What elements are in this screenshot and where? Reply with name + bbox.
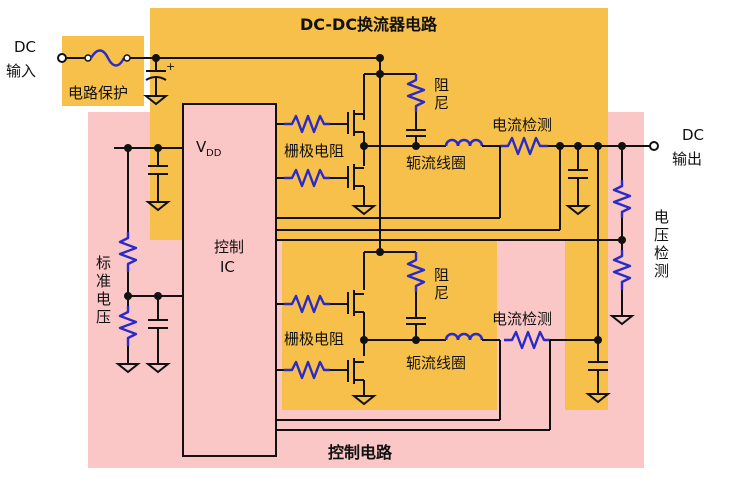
voltage-sense-label-1: 电	[654, 208, 669, 226]
dc-output-terminal	[649, 141, 659, 151]
current-sense-bottom-label: 电流检测	[492, 310, 552, 328]
control-ic-label-2: IC	[220, 258, 235, 276]
ref-voltage-label-3: 电	[96, 290, 111, 308]
input-capacitor: +	[143, 58, 175, 106]
current-sense-resistor-bottom	[504, 330, 550, 350]
output-capacitor-1	[565, 146, 591, 216]
dc-input-label-1: DC	[14, 38, 36, 56]
gate-resistor-upper-1	[284, 114, 330, 134]
reference-capacitor	[145, 296, 171, 374]
choke-top-label: 轭流线圈	[406, 154, 466, 172]
converter-region-lower	[282, 240, 497, 410]
circuit-protection-label: 电路保护	[68, 84, 128, 102]
dc-input-terminal	[57, 53, 67, 63]
output-capacitor-2	[585, 352, 611, 404]
fuse-icon	[89, 49, 126, 67]
dc-input-label-2: 输入	[6, 62, 36, 80]
dc-output-label-1: DC	[682, 126, 704, 144]
svg-text:+: +	[166, 60, 175, 73]
gate-resistor-top-label: 栅极电阻	[284, 142, 344, 160]
ref-voltage-label-4: 压	[96, 308, 111, 326]
control-title: 控制电路	[328, 443, 393, 462]
current-sense-top-label: 电流检测	[492, 116, 552, 134]
snubber-bottom-label-1: 阻	[434, 266, 449, 284]
choke-inductor-bottom	[444, 332, 484, 341]
vdd-subscript: DD	[206, 148, 222, 159]
voltage-sense-label-4: 测	[654, 262, 669, 280]
snubber-top-label-2: 尼	[434, 94, 449, 112]
protection-region	[62, 36, 144, 106]
snubber-top-label-1: 阻	[434, 76, 449, 94]
voltage-sense-label-2: 压	[654, 226, 669, 244]
current-sense-resistor-top	[500, 136, 548, 156]
gate-resistor-lower-2	[284, 360, 330, 380]
vdd-capacitor	[145, 148, 171, 212]
snubber-resistor-bottom	[406, 252, 426, 292]
ref-voltage-label-2: 准	[96, 272, 111, 290]
voltage-sense-resistor-2	[612, 250, 632, 290]
ref-voltage-label-1: 标	[96, 254, 111, 272]
reference-resistor-2	[118, 306, 138, 346]
snubber-bottom-label-2: 尼	[434, 284, 449, 302]
gate-resistor-upper-2	[284, 168, 330, 188]
snubber-resistor-top	[406, 74, 426, 112]
gate-resistor-bottom-label: 栅极电阻	[284, 330, 344, 348]
voltage-sense-label-3: 检	[654, 244, 669, 262]
vdd-label: V	[196, 138, 207, 156]
mosfet-lower-1	[347, 290, 365, 340]
control-ic-label-1: 控制	[214, 238, 244, 256]
choke-inductor-top	[444, 138, 484, 147]
converter-region-right	[565, 240, 608, 410]
control-ic-box	[182, 103, 277, 457]
voltage-sense-resistor-1	[612, 180, 632, 218]
gate-resistor-lower-1	[284, 294, 330, 314]
choke-bottom-label: 轭流线圈	[406, 354, 466, 372]
dc-output-label-2: 输出	[672, 150, 702, 168]
reference-resistor-1	[118, 232, 138, 272]
converter-title: DC-DC换流器电路	[300, 15, 438, 34]
